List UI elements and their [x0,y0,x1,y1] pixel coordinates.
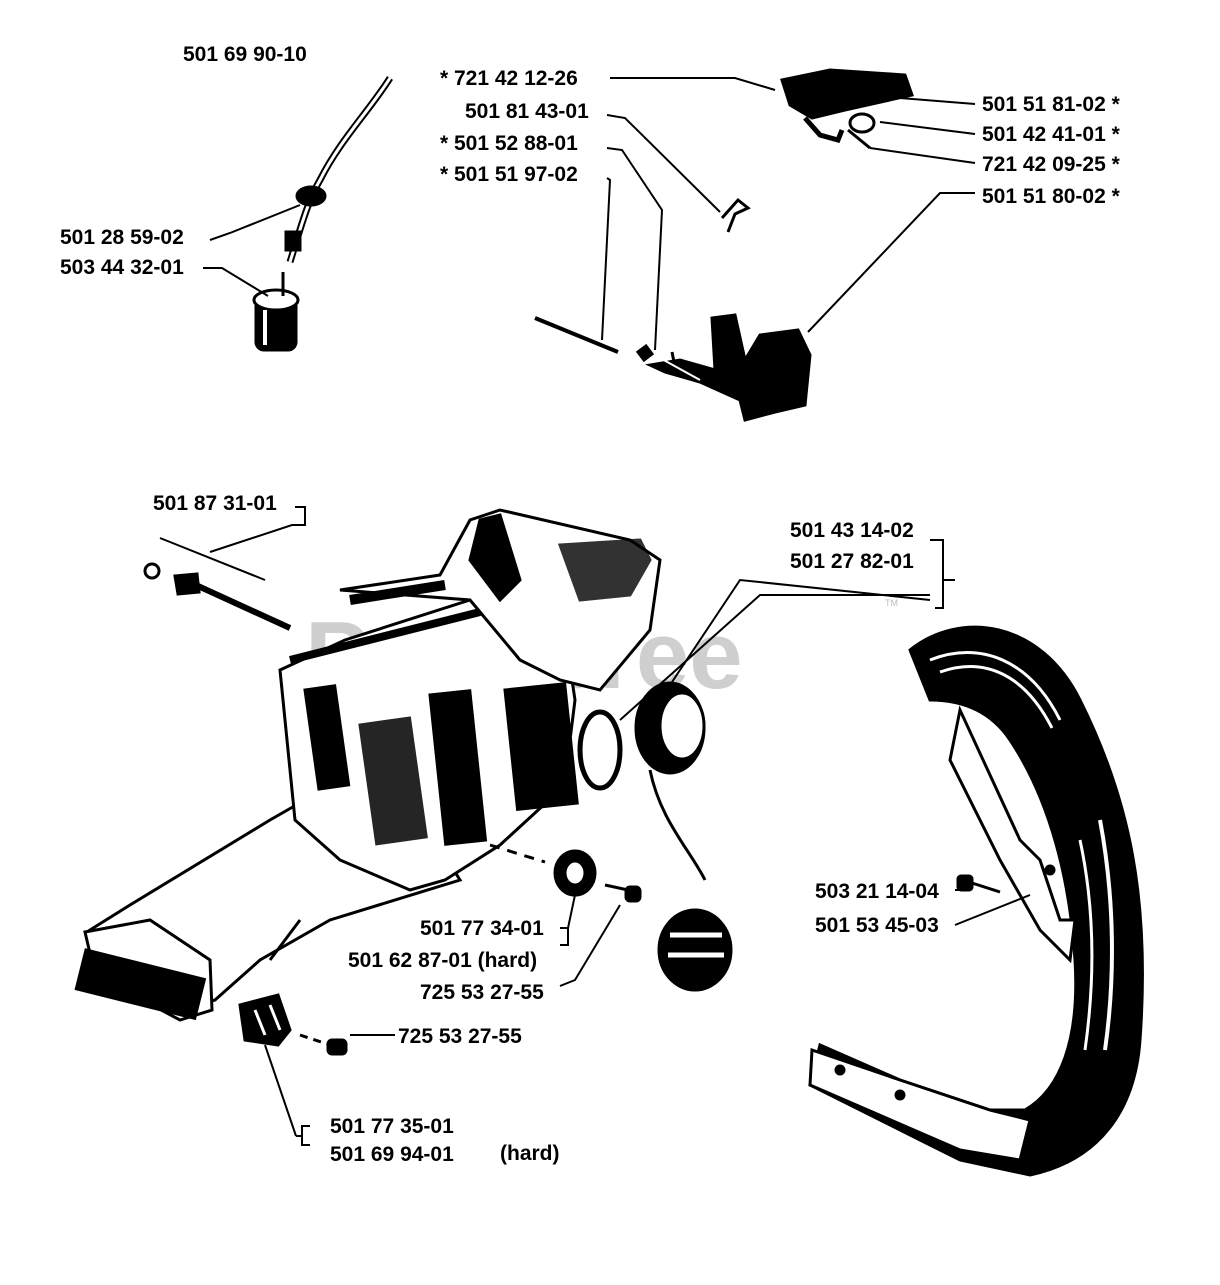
label-501-43-14-02[interactable]: 501 43 14-02 [790,519,914,542]
handle-housing-part[interactable] [74,508,662,1022]
label-501-62-87-01-hard[interactable]: 501 62 87-01 (hard) [348,949,537,972]
label-725-53-27-55-rear[interactable]: 725 53 27-55 [398,1025,522,1048]
label-721-42-09-25[interactable]: 721 42 09-25 * [982,153,1121,176]
label-501-51-97-02[interactable]: * 501 51 97-02 [440,163,578,186]
label-501-77-34-01[interactable]: 501 77 34-01 [420,917,544,940]
watermark-tm: TM [885,598,898,608]
throttle-trigger-part[interactable] [780,68,914,150]
label-501-69-90-10[interactable]: 501 69 90-10 [183,43,307,66]
label-725-53-27-55-front[interactable]: 725 53 27-55 [420,981,544,1004]
label-hard: (hard) [500,1142,560,1165]
label-501-51-80-02[interactable]: 501 51 80-02 * [982,185,1121,208]
label-501-87-31-01[interactable]: 501 87 31-01 [153,492,277,515]
screw-front-part[interactable] [604,883,642,903]
label-501-77-35-01[interactable]: 501 77 35-01 [330,1115,454,1138]
vibration-mount-rear-part[interactable] [238,993,331,1047]
screw-rear-part[interactable] [326,1038,348,1056]
front-handle-bar-part[interactable] [808,625,1144,1177]
fuel-cap-part[interactable] [634,681,733,992]
label-501-27-82-01[interactable]: 501 27 82-01 [790,550,914,573]
handle-bolt-part[interactable] [956,874,1001,894]
label-721-42-12-26[interactable]: * 721 42 12-26 [440,67,578,90]
label-501-52-88-01[interactable]: * 501 52 88-01 [440,132,578,155]
label-501-69-94-01[interactable]: 501 69 94-01 [330,1143,454,1166]
part-labels: 501 69 90-10 501 28 59-02 503 44 32-01 *… [60,43,1121,1166]
label-501-51-81-02[interactable]: 501 51 81-02 * [982,93,1121,116]
fuel-filter-part[interactable] [252,272,300,352]
leader-lines [159,77,1031,1146]
label-503-21-14-04[interactable]: 503 21 14-04 [815,880,939,903]
o-ring-part[interactable] [577,709,623,791]
fuel-hose-part[interactable] [284,76,393,264]
decompression-valve-part[interactable] [143,562,292,631]
label-501-42-41-01[interactable]: 501 42 41-01 * [982,123,1121,146]
spring-clip-part[interactable] [635,197,751,363]
label-503-44-32-01[interactable]: 503 44 32-01 [60,256,184,279]
throttle-lever-part[interactable] [644,313,812,422]
trigger-rod-part[interactable] [534,316,619,354]
label-501-53-45-03[interactable]: 501 53 45-03 [815,914,939,937]
label-501-28-59-02[interactable]: 501 28 59-02 [60,226,184,249]
label-501-81-43-01[interactable]: 501 81 43-01 [465,100,589,123]
vibration-mount-front-part[interactable] [489,843,597,897]
